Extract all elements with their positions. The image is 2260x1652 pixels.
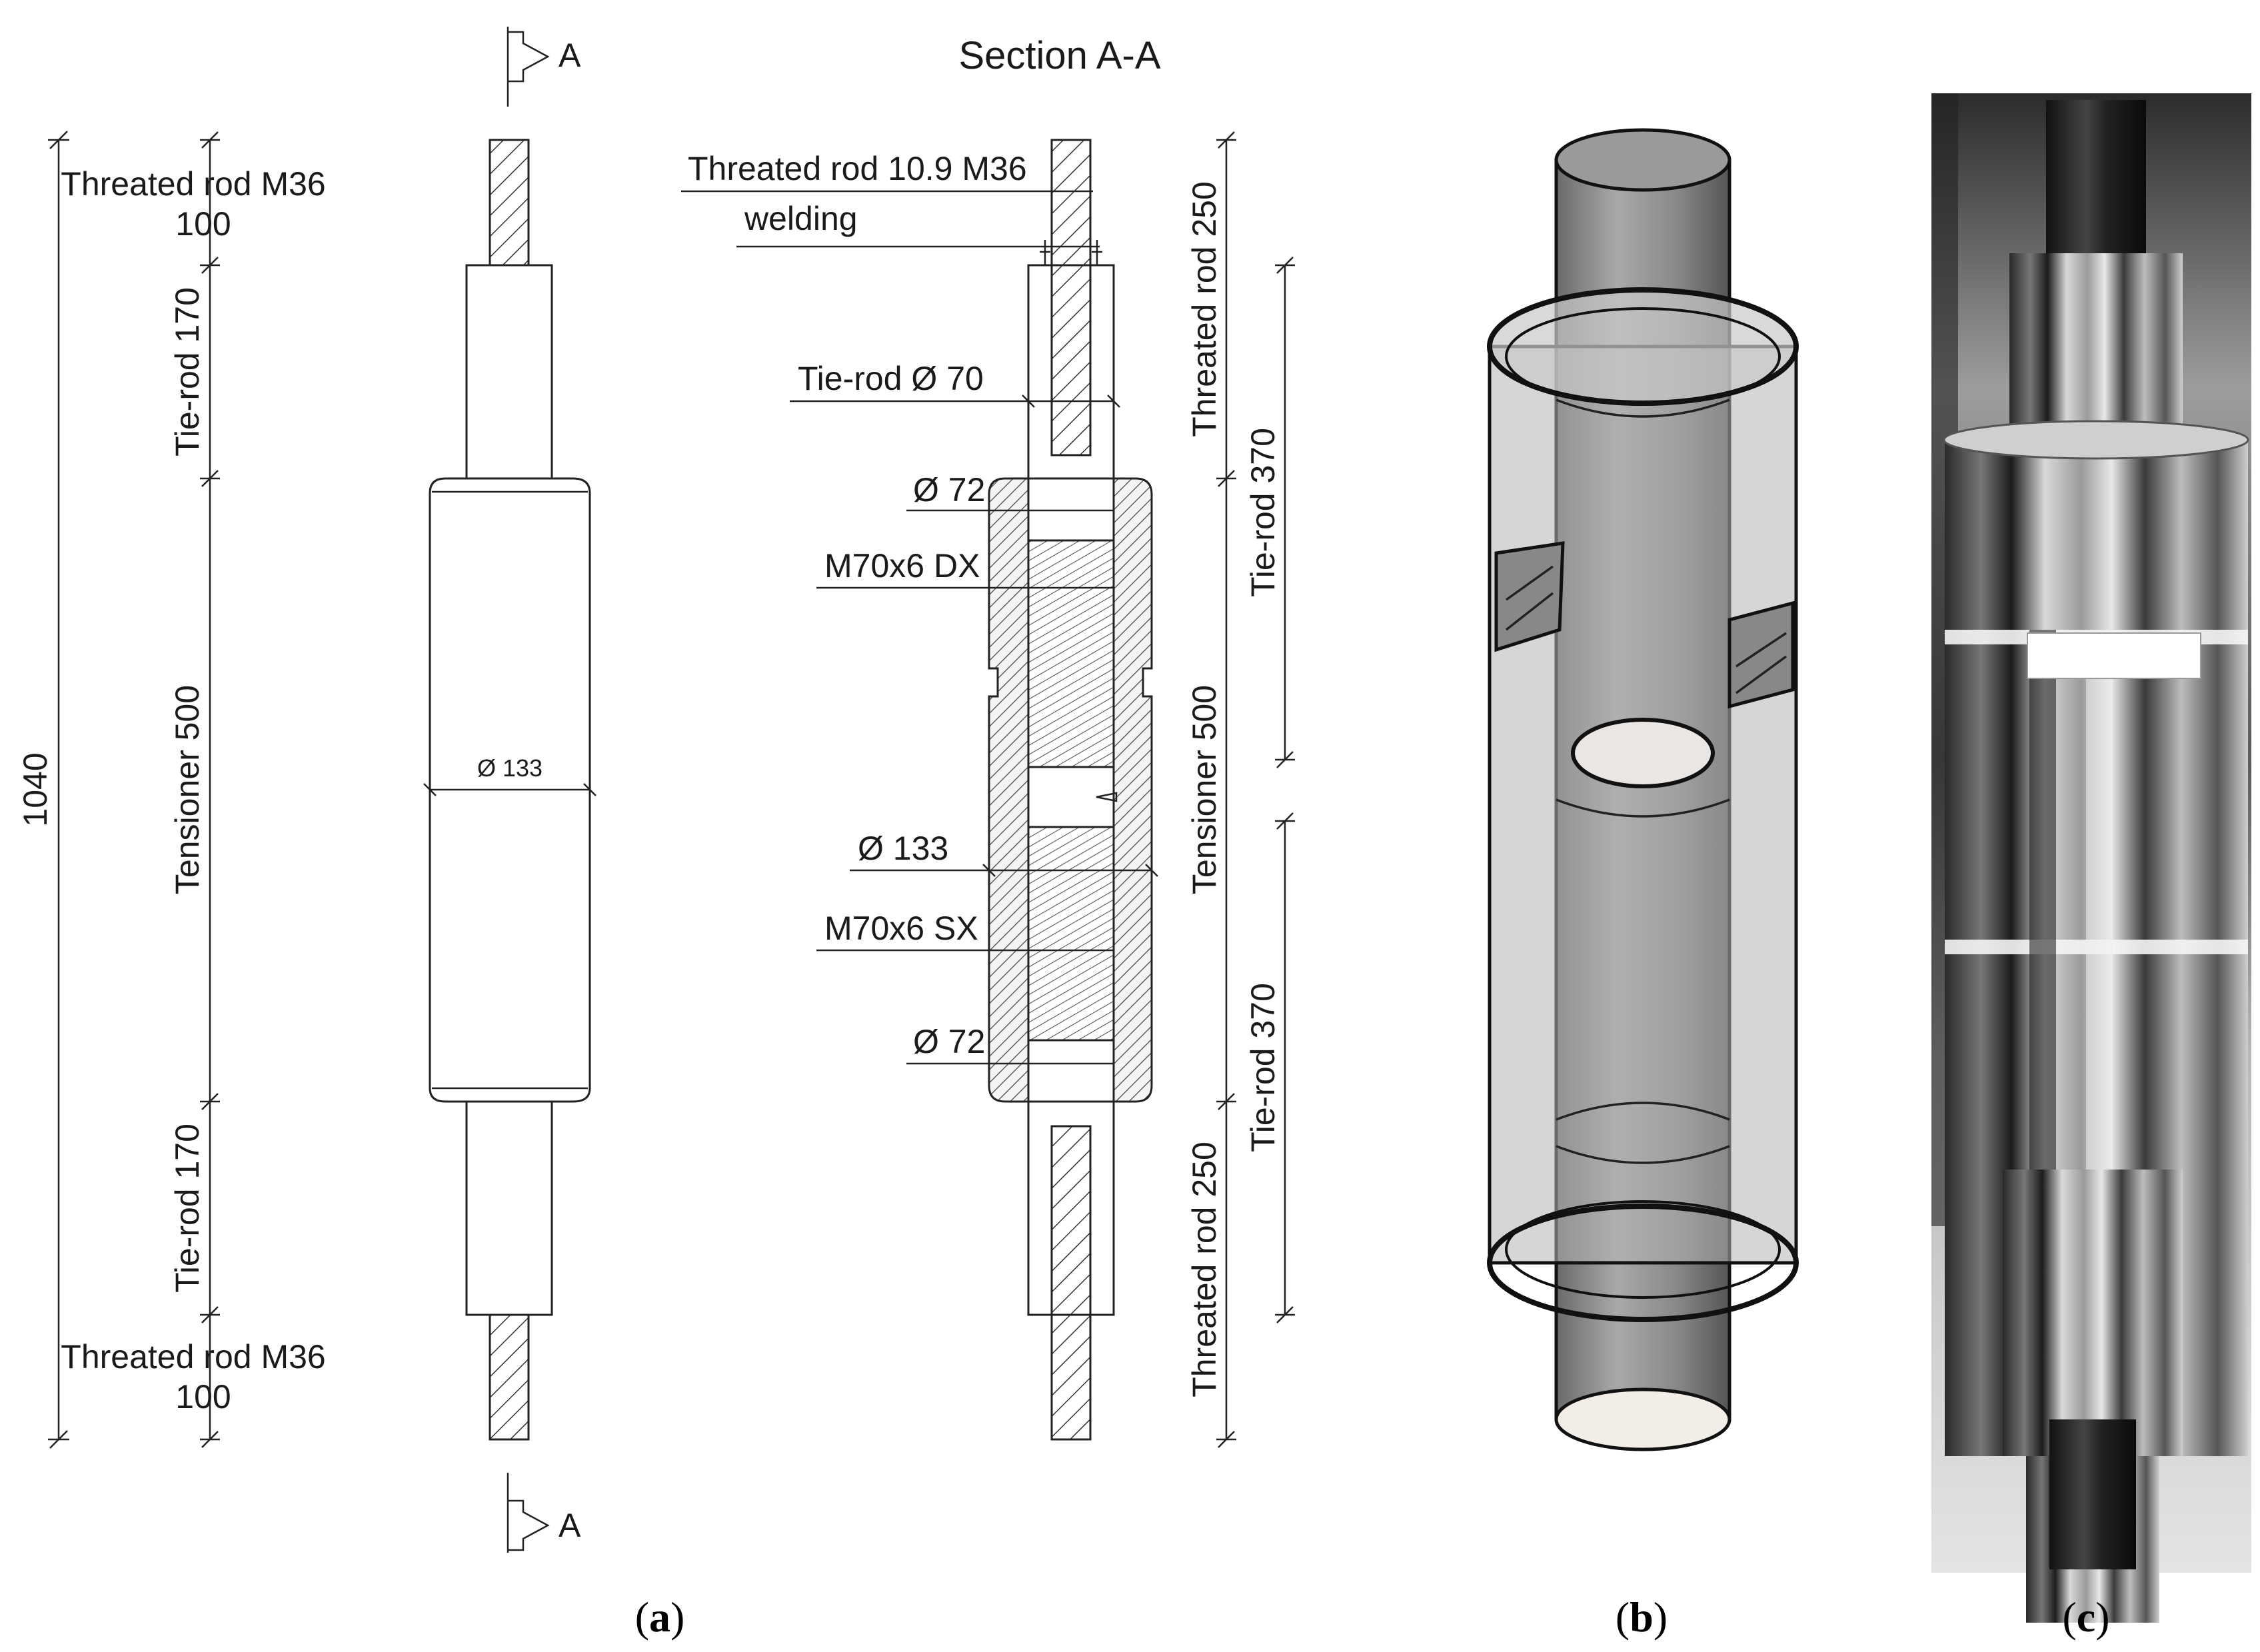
model-rod-bottom-face <box>1554 1387 1731 1451</box>
section-marker-letter-bottom: A <box>559 1507 581 1544</box>
elev-top-tie-rod-label: Tie-rod 170 <box>169 287 206 456</box>
elev-bottom-rod-length: 100 <box>175 1378 231 1415</box>
sect-bottom-rod-insert <box>1050 1125 1092 1316</box>
photo-top-threaded-rod <box>2046 100 2146 263</box>
section-marker-bottom: A <box>507 1473 581 1553</box>
section-marker-top: A <box>507 27 581 107</box>
sect-right-top-tie-rod: Tie-rod 370 <box>1244 428 1282 597</box>
caption-c: (c) <box>2062 1593 2109 1641</box>
sect-right-bottom-tie-rod: Tie-rod 370 <box>1244 983 1282 1152</box>
welding-marks <box>1040 240 1102 265</box>
overall-length-label: 1040 <box>17 752 54 826</box>
photo-lower-sleeve <box>2003 1170 2183 1456</box>
panel-c-photo <box>1931 93 2251 1623</box>
sect-bore-bottom-label: Ø 72 <box>913 1023 985 1060</box>
elev-top-rod-label: Threated rod M36 <box>61 165 325 203</box>
sect-right-tensioner: Tensioner 500 <box>1186 685 1223 894</box>
elev-tensioner-label: Tensioner 500 <box>169 685 206 894</box>
elev-bottom-tie-rod <box>465 1100 553 1316</box>
sect-thread-left-label: M70x6 SX <box>824 910 978 947</box>
model-rod-top-face <box>1554 128 1731 192</box>
sect-bore-top <box>1027 477 1115 542</box>
sect-top-rod-insert <box>1050 264 1092 456</box>
sect-bottom-threaded-rod <box>1050 1313 1092 1441</box>
panel-captions: (a) (b) (c) <box>635 1593 2110 1641</box>
elev-diameter-dimension: Ø 133 <box>423 754 596 796</box>
sect-thread-right-label: M70x6 DX <box>824 547 980 584</box>
sect-tie-rod-diameter: Tie-rod Ø 70 <box>798 360 984 397</box>
model-central-ring <box>1571 718 1715 788</box>
overall-dimension: 1040 <box>17 131 69 1449</box>
sect-central-gap <box>1027 766 1115 828</box>
segment-dimensions <box>200 131 220 1448</box>
elev-top-threaded-rod <box>489 139 530 267</box>
sect-thread-left <box>1027 826 1115 1042</box>
sect-right-bottom-threaded-rod: Threated rod 250 <box>1186 1142 1223 1397</box>
elev-bottom-tie-rod-label: Tie-rod 170 <box>169 1124 206 1293</box>
model-outer-tube <box>1488 345 1798 1265</box>
panel-a-elevation: A 1040 Threated rod M36 100 Tie-ro <box>17 27 596 1553</box>
elev-top-tie-rod <box>465 264 553 480</box>
panel-a-section: Section A-A Threated rod 10.9 M36 weldi <box>681 34 1295 1448</box>
sect-thread-right <box>1027 539 1115 768</box>
photo-bottom-threaded-rod <box>2049 1419 2136 1569</box>
caption-b: (b) <box>1616 1593 1668 1641</box>
panel-b-3d-model <box>1487 128 1799 1451</box>
section-marker-letter-top: A <box>559 37 581 74</box>
elev-bottom-rod-label: Threated rod M36 <box>61 1338 325 1375</box>
caption-a: (a) <box>635 1593 685 1641</box>
sect-bore-bottom <box>1027 1039 1115 1103</box>
sect-right-top-threaded-rod: Threated rod 250 <box>1186 181 1223 437</box>
elev-top-rod-length: 100 <box>175 205 231 243</box>
model-tube-bottom-rim <box>1487 1204 1799 1322</box>
elev-bottom-threaded-rod <box>489 1313 530 1441</box>
elev-diameter-label: Ø 133 <box>477 754 543 782</box>
sect-outer-diameter-label: Ø 133 <box>858 830 948 867</box>
photo-sticker <box>2027 632 2201 679</box>
sect-right-dimensions <box>1216 131 1295 1448</box>
sect-threaded-rod-spec: Threated rod 10.9 M36 <box>688 150 1027 187</box>
sect-welding-label: welding <box>744 200 858 237</box>
section-title: Section A-A <box>958 34 1160 77</box>
model-side-window-right <box>1727 600 1795 709</box>
sect-bore-top-label: Ø 72 <box>913 471 985 508</box>
sect-gap-marker <box>1096 792 1118 802</box>
